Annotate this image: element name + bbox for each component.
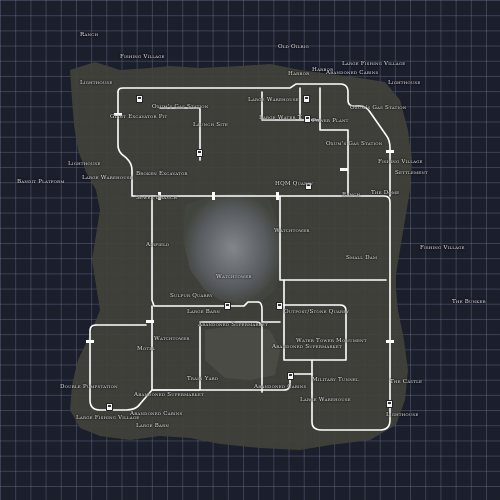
location-label-launch-site: Launch Site: [193, 122, 229, 128]
location-label-large-warehouse-n: Large Warehouse: [248, 97, 299, 103]
location-label-hqm-quarry: HQM Quarry: [275, 181, 314, 187]
location-label-settlement: Settlement: [395, 170, 428, 176]
location-label-watchtower-m: Watchtower: [216, 274, 252, 280]
location-label-large-barn: Large Barn: [187, 309, 221, 315]
location-label-airfield: Airfield: [146, 242, 170, 248]
station-sign[interactable]: [304, 115, 311, 123]
location-label-the-castle: The Castle: [390, 379, 423, 385]
location-label-motel: Motel: [137, 346, 156, 352]
location-label-abandoned-supermarket-e: Abandoned Supermarket: [272, 344, 342, 350]
station-sign[interactable]: [136, 95, 143, 103]
location-label-watchtower-c: Watchtower: [274, 228, 310, 234]
station-sign[interactable]: [287, 372, 294, 380]
location-label-large-barn-s: Large Barn: [136, 423, 170, 429]
location-label-lighthouse-w: Lighthouse: [68, 161, 101, 167]
location-label-the-bunker: The Bunker: [452, 299, 486, 305]
location-label-the-dome: The Dome: [371, 190, 400, 196]
location-label-oxums-gas-station-c: Oxum's Gas Station: [326, 141, 383, 147]
station-sign[interactable]: [276, 302, 283, 310]
location-label-large-warehouse-s: Large Warehouse: [300, 397, 351, 403]
location-label-military-tunnel: Military Tunnel: [312, 377, 359, 383]
location-label-abandoned-cabins: Abandoned Cabins: [326, 70, 379, 76]
location-label-water-tower-monument: Water Tower Monument: [296, 338, 367, 344]
station-sign[interactable]: [224, 302, 231, 310]
location-label-lighthouse-ne: Lighthouse: [388, 80, 421, 86]
station-sign[interactable]: [303, 95, 310, 103]
location-label-ranch: Ranch: [80, 32, 99, 38]
station-sign[interactable]: [386, 400, 393, 408]
location-label-large-warehouse-w: Large Warehouse: [82, 175, 133, 181]
location-label-small-dam: Small Dam: [346, 255, 378, 261]
location-label-fishing-village-e: Fishing Village: [378, 159, 423, 165]
location-label-fishing-village-nw: Fishing Village: [120, 54, 165, 60]
location-label-abandoned-cabins-sw: Abandoned Cabins: [130, 411, 183, 417]
location-label-large-fishing-village-n: Large Fishing Village: [342, 61, 406, 67]
location-label-harbor: Harbor: [288, 71, 310, 77]
location-label-ranch-c: Ranch: [342, 192, 361, 198]
location-label-harbor-2: Harbor: [312, 67, 334, 73]
rail-network: [89, 83, 391, 431]
location-label-abandoned-supermarket-sw: Abandoned Supermarket: [134, 392, 204, 398]
station-sign[interactable]: [305, 182, 312, 190]
location-label-lighthouse-nw: Lighthouse: [80, 80, 113, 86]
location-label-lighthouse-se: Lighthouse: [386, 412, 419, 418]
location-label-bandit-platform: Bandit Platform: [17, 179, 65, 185]
location-label-sewer-branch: Sewer Branch: [136, 195, 178, 201]
location-label-train-yard: Train Yard: [187, 376, 219, 382]
station-sign[interactable]: [196, 149, 203, 157]
location-label-large-fishing-village-sw: Large Fishing Village: [76, 415, 140, 421]
location-label-double-pumpstation: Double Pumpstation: [60, 384, 118, 390]
location-label-giant-excavator-pit: Giant Excavator Pit: [110, 114, 168, 120]
location-label-power-plant: Power Plant: [312, 118, 349, 124]
location-label-abandoned-supermarket-c: Abandoned Supermarket: [198, 322, 268, 328]
location-label-outpost-stone-quarry: Outpost/Stone Quarry: [284, 309, 350, 315]
location-label-watchtower-sw: Watchtower: [154, 336, 190, 342]
location-label-oxums-gas-station-w: Oxum's Gas Station: [152, 104, 209, 110]
location-label-broken-excavator: Broken Excavator: [136, 171, 188, 177]
location-label-abandoned-cabins-s: Abandoned Cabins: [254, 384, 307, 390]
location-label-fishing-village-se: Fishing Village: [420, 245, 465, 251]
location-label-sulfur-quarry: Sulfur Quarry: [170, 293, 213, 299]
location-label-old-oilrig: Old Oilrig: [278, 44, 309, 50]
station-sign[interactable]: [106, 403, 113, 411]
location-label-oxums-gas-station-e: Oxum's Gas Station: [350, 105, 407, 111]
location-label-large-water-treatment: Large Water T.: [259, 115, 303, 121]
mountain-area: [183, 192, 282, 305]
rail-markers: [86, 113, 394, 343]
